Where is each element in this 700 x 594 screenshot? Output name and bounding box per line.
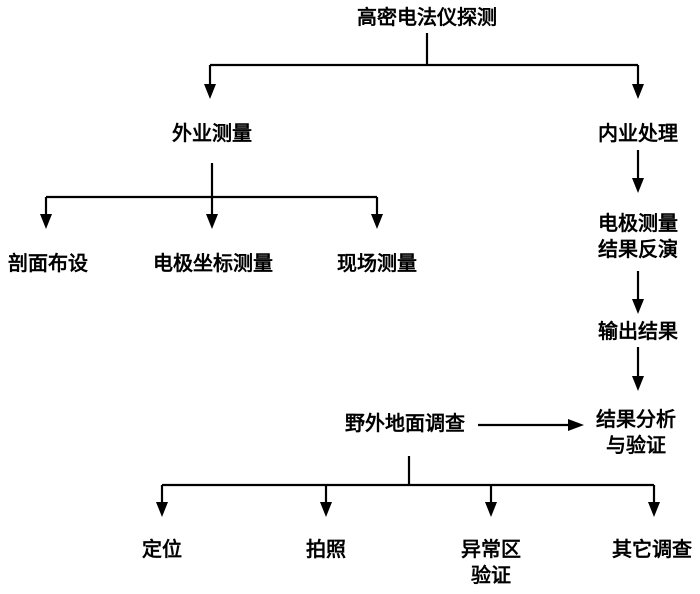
node-anomaly-line2: 验证 xyxy=(471,563,511,587)
to-profile-arrowhead xyxy=(40,214,52,229)
survey-to-analysis-arrowhead xyxy=(568,419,584,431)
node-other-survey: 其它调查 xyxy=(612,537,692,561)
node-inversion: 电极测量 结果反演 xyxy=(598,210,678,262)
node-analysis-line1: 结果分析 xyxy=(596,407,676,431)
to-other-arrowhead xyxy=(648,502,660,517)
node-profile-layout: 剖面布设 xyxy=(8,251,88,275)
node-analysis: 结果分析 与验证 xyxy=(596,406,676,458)
to-field-arrowhead xyxy=(204,84,216,99)
to-electrode-coord-arrowhead xyxy=(206,214,218,229)
inversion-to-output-arrowhead xyxy=(632,299,644,314)
node-output: 输出结果 xyxy=(598,319,678,343)
to-office-arrowhead xyxy=(632,84,644,99)
node-ground-survey: 野外地面调查 xyxy=(345,411,465,435)
office-to-inversion-arrowhead xyxy=(632,178,644,193)
node-inversion-line1: 电极测量 xyxy=(598,211,678,235)
node-office-processing: 内业处理 xyxy=(598,121,678,145)
to-site-arrowhead xyxy=(371,214,383,229)
node-photo: 拍照 xyxy=(306,537,346,561)
node-field-survey: 外业测量 xyxy=(172,121,252,145)
node-anomaly-verification: 异常区 验证 xyxy=(461,536,521,588)
node-positioning: 定位 xyxy=(142,537,182,561)
output-to-analysis-arrowhead xyxy=(632,376,644,391)
to-positioning-arrowhead xyxy=(156,502,168,517)
node-root: 高密电法仪探测 xyxy=(357,5,497,29)
node-electrode-coordinate: 电极坐标测量 xyxy=(153,251,273,275)
node-site-measurement: 现场测量 xyxy=(337,251,417,275)
node-analysis-line2: 与验证 xyxy=(606,433,666,457)
node-anomaly-line1: 异常区 xyxy=(461,537,521,561)
node-inversion-line2: 结果反演 xyxy=(598,237,678,261)
to-photo-arrowhead xyxy=(320,502,332,517)
to-anomaly-arrowhead xyxy=(485,502,497,517)
